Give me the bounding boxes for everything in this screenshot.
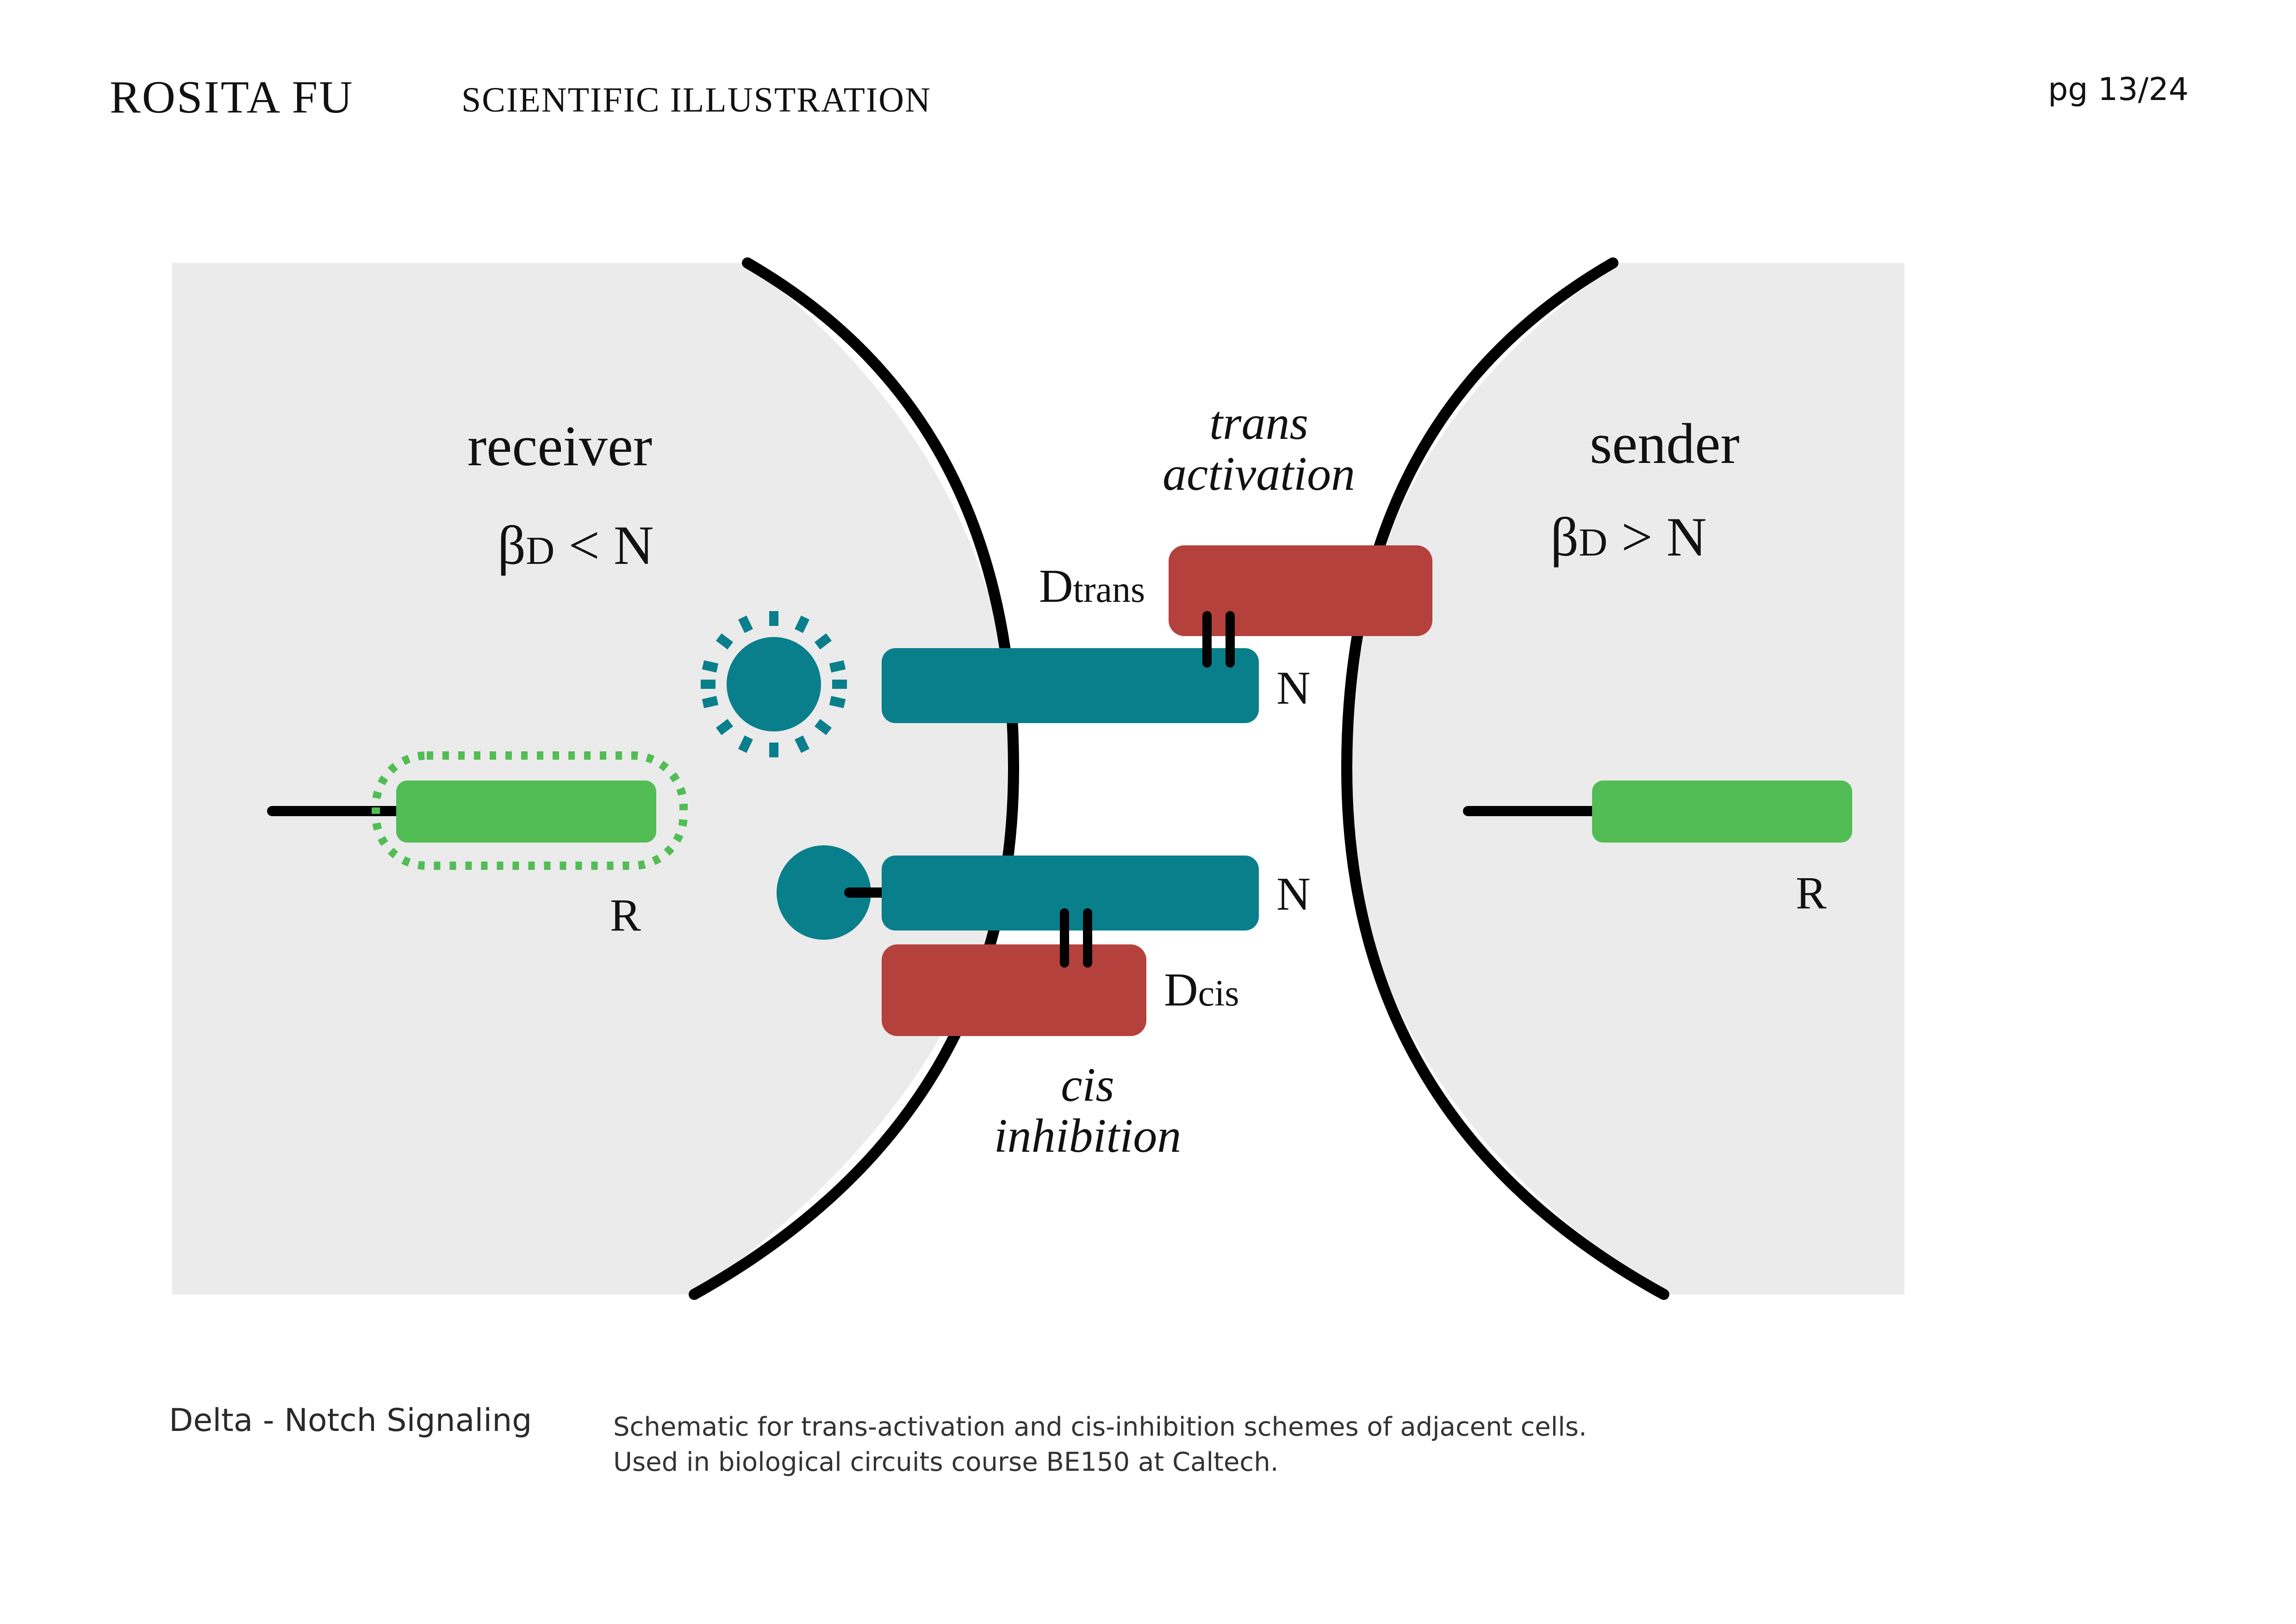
signal-core (727, 637, 821, 731)
receiver-cell (172, 263, 1014, 1294)
delta-cis-protein (882, 944, 1146, 1036)
cis-inhibition-label-line1: cis (1061, 1058, 1114, 1112)
notch-trans-protein (882, 648, 1259, 723)
notch-signal-inactive (777, 845, 871, 940)
cis-inhibition-label-line2: inhibition (994, 1109, 1181, 1162)
trans-activation-label-line2: activation (1163, 447, 1355, 500)
sender-inequality: > N (1607, 506, 1706, 568)
author-name: ROSITA FU (110, 71, 354, 123)
receiver-membrane (689, 257, 1020, 1300)
receiver-title: receiver (467, 414, 652, 478)
signal-rays (701, 611, 847, 757)
trans-activation-label-line1: trans (1209, 396, 1308, 450)
notch-signal-active (701, 611, 847, 757)
figure-description: Schematic for trans-activation and cis-i… (613, 1410, 1587, 1480)
receiver-reporter-label: R (610, 889, 641, 941)
page-number: pg 13/24 (2048, 71, 2189, 108)
delta-cis-subscript: cis (1198, 973, 1239, 1014)
sender-title: sender (1590, 412, 1740, 475)
sender-condition: βD > N (1550, 506, 1707, 568)
notch-cis-label: N (1276, 868, 1311, 920)
delta-cis-label: Dcis (1164, 964, 1239, 1016)
section-title: SCIENTIFIC ILLUSTRATION (461, 81, 931, 119)
notch-trans-label: N (1276, 662, 1311, 714)
sender-beta-subscript: D (1579, 520, 1607, 564)
figure-description-line1: Schematic for trans-activation and cis-i… (613, 1412, 1587, 1442)
delta-trans-main: D (1039, 560, 1073, 612)
delta-trans-protein (1169, 545, 1432, 636)
sender-cell (1347, 263, 1904, 1294)
sender-reporter-label: R (1796, 867, 1827, 918)
delta-trans-label: Dtrans (1039, 560, 1145, 612)
receiver-inequality: < N (554, 514, 653, 576)
receiver-beta: β (498, 514, 526, 576)
receiver-reporter (396, 781, 656, 843)
notch-cis-protein (882, 856, 1259, 931)
receiver-beta-subscript: D (526, 528, 554, 573)
delta-trans-subscript: trans (1073, 569, 1145, 610)
figure-description-line2: Used in biological circuits course BE150… (613, 1447, 1279, 1477)
receiver-reporter-halo (372, 751, 688, 870)
sender-beta: β (1550, 506, 1579, 568)
delta-cis-main: D (1164, 964, 1198, 1016)
sender-membrane (1341, 257, 1669, 1300)
receiver-condition: βD < N (498, 514, 654, 576)
figure-title: Delta - Notch Signaling (169, 1402, 532, 1439)
sender-reporter (1592, 781, 1852, 843)
